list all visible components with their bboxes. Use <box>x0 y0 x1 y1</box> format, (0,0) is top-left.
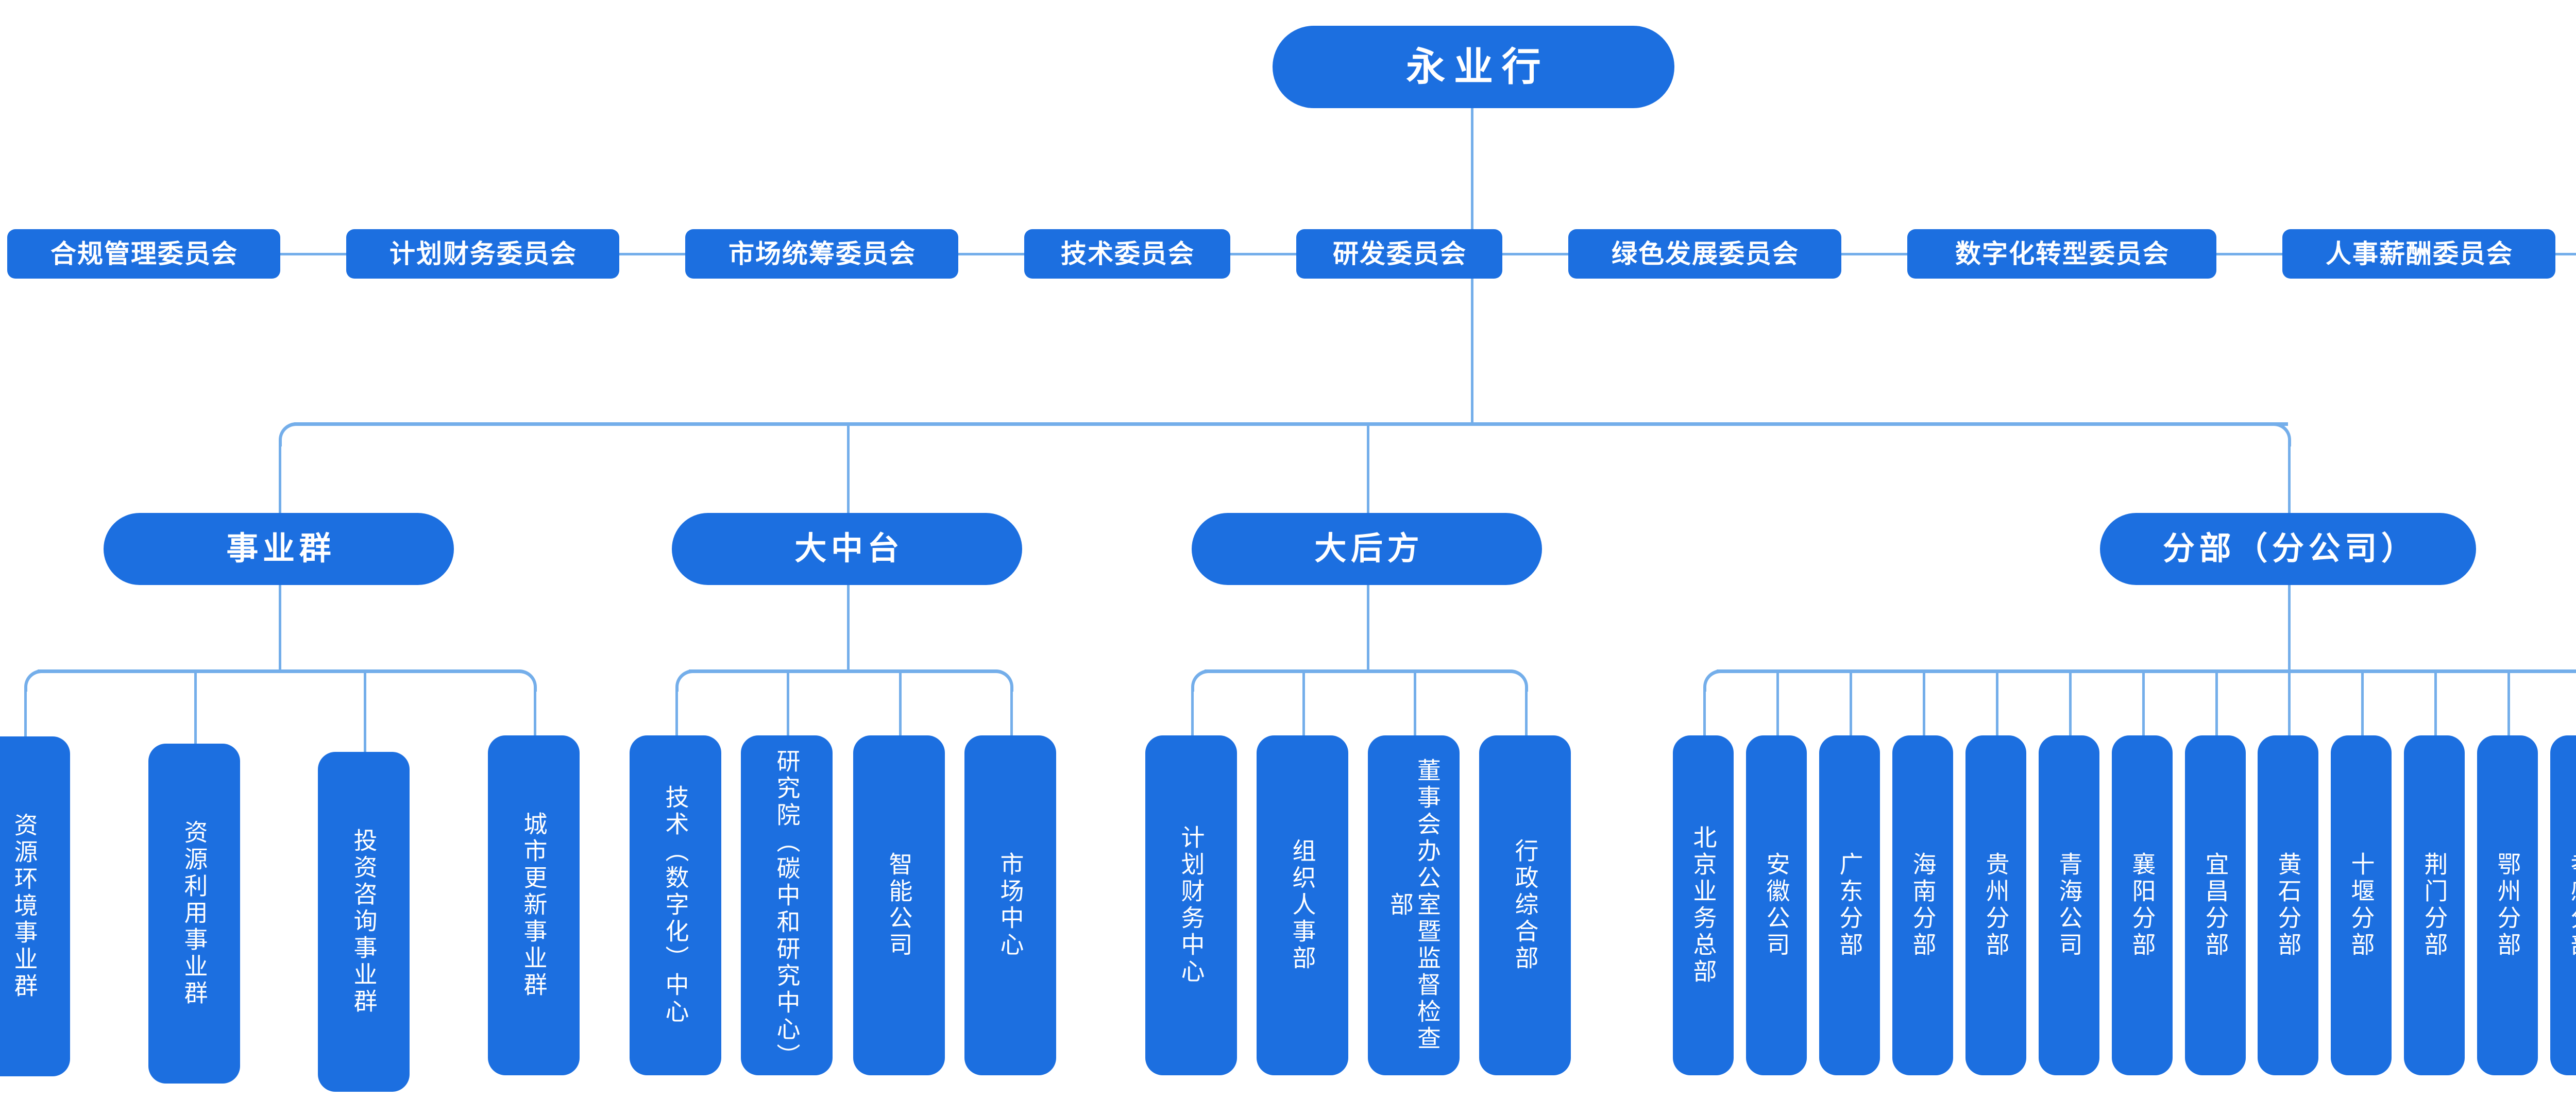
committee-node-6[interactable]: 绿色发展委员会 <box>1568 229 1841 279</box>
sub-bus-1-left-elbow <box>24 669 44 692</box>
leaf-node-2-1[interactable]: 技术（数字化）中心 <box>630 735 721 1075</box>
connector-group-3-drop <box>1367 585 1369 669</box>
connector-group-1-drop <box>279 585 281 669</box>
connector-bus-to-group-3 <box>1367 424 1369 513</box>
committee-node-3[interactable]: 市场统筹委员会 <box>685 229 958 279</box>
root-node-yongyehang[interactable]: 永业行 <box>1273 26 1674 108</box>
connector-leaf-4-9 <box>2288 671 2291 737</box>
committee-node-1[interactable]: 合规管理委员会 <box>7 229 280 279</box>
connector-root-spine-upper <box>1471 108 1473 229</box>
leaf-node-4-6[interactable]: 青海公司 <box>2039 735 2099 1075</box>
connector-leaf-1-1 <box>24 687 27 738</box>
committee-link-7 <box>2216 253 2282 255</box>
connector-leaf-4-12 <box>2507 671 2510 737</box>
sub-bus-1-horizontal <box>38 669 520 673</box>
sub-bus-3-right-elbow <box>1509 669 1528 692</box>
leaf-node-3-4[interactable]: 行政综合部 <box>1479 735 1571 1075</box>
connector-leaf-4-5 <box>1996 671 1998 737</box>
connector-leaf-4-6 <box>2069 671 2072 737</box>
committee-link-5 <box>1502 253 1568 255</box>
connector-root-spine-lower <box>1471 279 1473 424</box>
committee-link-2 <box>619 253 685 255</box>
committee-link-1 <box>280 253 346 255</box>
committee-node-5[interactable]: 研发委员会 <box>1296 229 1502 279</box>
sub-bus-4-horizontal <box>1717 669 2576 673</box>
leaf-node-3-3[interactable]: 董事会办公室暨监督检查部 <box>1368 735 1460 1075</box>
connector-leaf-4-1 <box>1703 687 1706 737</box>
leaf-node-1-2[interactable]: 资源利用事业群 <box>148 744 240 1084</box>
connector-leaf-1-3 <box>364 671 366 754</box>
connector-leaf-2-2 <box>787 671 789 737</box>
connector-leaf-3-4 <box>1525 687 1528 737</box>
committee-link-3 <box>958 253 1024 255</box>
connector-leaf-1-4 <box>534 687 536 737</box>
leaf-node-4-10[interactable]: 十堰分部 <box>2331 735 2392 1075</box>
sub-bus-1-right-elbow <box>517 669 537 692</box>
leaf-node-3-2[interactable]: 组织人事部 <box>1257 735 1348 1075</box>
leaf-node-4-3[interactable]: 广东分部 <box>1819 735 1880 1075</box>
connector-leaf-3-2 <box>1302 671 1305 737</box>
connector-bus-to-group-4 <box>2288 441 2291 513</box>
connector-leaf-4-8 <box>2215 671 2218 737</box>
connector-leaf-2-4 <box>1010 687 1013 737</box>
committee-node-8[interactable]: 人事薪酬委员会 <box>2282 229 2555 279</box>
group-node-2[interactable]: 大中台 <box>672 513 1022 585</box>
leaf-node-4-1[interactable]: 北京业务总部 <box>1673 735 1734 1075</box>
leaf-node-4-9[interactable]: 黄石分部 <box>2258 735 2318 1075</box>
leaf-node-2-2[interactable]: 研究院（碳中和研究中心） <box>741 735 833 1075</box>
leaf-node-4-8[interactable]: 宜昌分部 <box>2185 735 2246 1075</box>
leaf-node-4-7[interactable]: 襄阳分部 <box>2112 735 2173 1075</box>
leaf-node-1-1[interactable]: 资源环境事业群 <box>0 736 70 1076</box>
sub-bus-3-horizontal <box>1205 669 1512 673</box>
sub-bus-4-left-elbow <box>1703 669 1723 692</box>
connector-leaf-4-10 <box>2361 671 2364 737</box>
committee-link-6 <box>1841 253 1907 255</box>
sub-bus-2-right-elbow <box>994 669 1013 692</box>
connector-leaf-4-11 <box>2434 671 2437 737</box>
committee-link-8 <box>2555 253 2576 255</box>
leaf-node-3-1[interactable]: 计划财务中心 <box>1145 735 1237 1075</box>
group-bus-horizontal <box>294 422 2288 426</box>
committee-node-7[interactable]: 数字化转型委员会 <box>1907 229 2216 279</box>
leaf-node-2-3[interactable]: 智能公司 <box>853 735 945 1075</box>
leaf-node-1-3[interactable]: 投资咨询事业群 <box>318 752 410 1092</box>
leaf-node-4-4[interactable]: 海南分部 <box>1892 735 1953 1075</box>
committee-node-4[interactable]: 技术委员会 <box>1024 229 1230 279</box>
connector-leaf-3-1 <box>1191 687 1194 737</box>
connector-bus-to-group-2 <box>847 424 850 513</box>
group-node-3[interactable]: 大后方 <box>1192 513 1542 585</box>
committee-link-4 <box>1230 253 1296 255</box>
connector-group-2-drop <box>847 585 850 669</box>
connector-leaf-2-3 <box>899 671 902 737</box>
sub-bus-2-left-elbow <box>675 669 695 692</box>
connector-leaf-4-7 <box>2142 671 2145 737</box>
leaf-node-4-13[interactable]: 孝感分部 <box>2550 735 2576 1075</box>
leaf-node-4-12[interactable]: 鄂州分部 <box>2477 735 2538 1075</box>
connector-leaf-4-4 <box>1923 671 1925 737</box>
leaf-node-2-4[interactable]: 市场中心 <box>964 735 1056 1075</box>
connector-group-4-drop <box>2288 585 2291 669</box>
group-node-4[interactable]: 分部（分公司） <box>2100 513 2476 585</box>
group-bus-left-elbow <box>279 422 300 446</box>
connector-leaf-1-2 <box>194 671 197 746</box>
connector-leaf-4-2 <box>1776 671 1779 737</box>
sub-bus-3-left-elbow <box>1191 669 1211 692</box>
group-bus-right-elbow <box>2269 422 2291 446</box>
leaf-node-4-11[interactable]: 荆门分部 <box>2404 735 2465 1075</box>
leaf-node-4-2[interactable]: 安徽公司 <box>1746 735 1807 1075</box>
connector-leaf-4-3 <box>1850 671 1852 737</box>
committee-node-2[interactable]: 计划财务委员会 <box>346 229 619 279</box>
leaf-node-1-4[interactable]: 城市更新事业群 <box>488 735 580 1075</box>
group-node-1[interactable]: 事业群 <box>104 513 454 585</box>
leaf-node-4-5[interactable]: 贵州分部 <box>1965 735 2026 1075</box>
sub-bus-2-horizontal <box>689 669 997 673</box>
connector-leaf-3-3 <box>1414 671 1416 737</box>
connector-bus-to-group-1 <box>279 441 281 513</box>
connector-leaf-2-1 <box>675 687 678 737</box>
